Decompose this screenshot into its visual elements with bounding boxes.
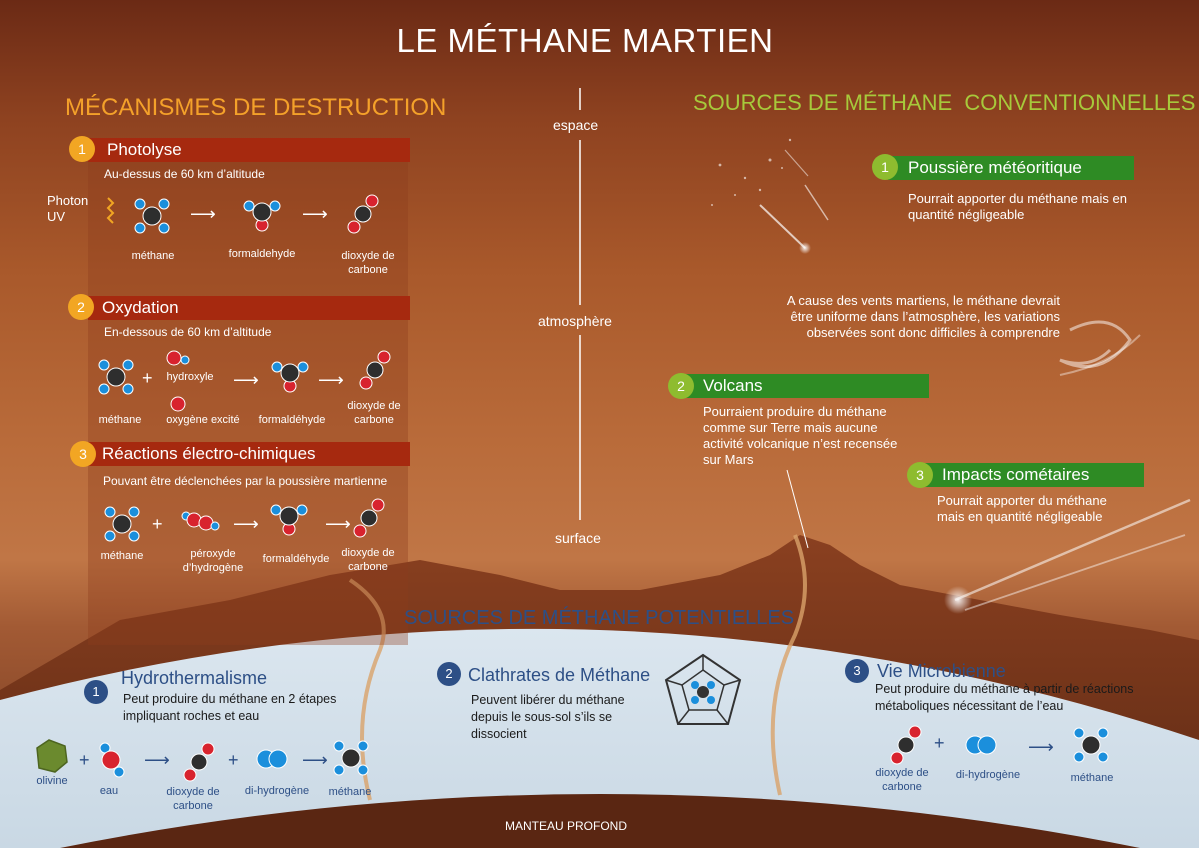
- meteoritic-dust-name: Poussière météoritique: [908, 158, 1082, 177]
- hydrothermal-desc: Peut produire du méthane en 2 étapes imp…: [123, 692, 337, 723]
- hydrothermal-label-h2: di-hydrogène: [244, 785, 310, 797]
- microbial-desc: Peut produire du méthane à partir de réa…: [875, 682, 1134, 713]
- plus-icon: +: [142, 368, 153, 388]
- clathrates-number: 2: [437, 662, 461, 686]
- volcanoes-number: 2: [668, 373, 694, 399]
- electrochemical-label-formaldehyde: formaldéhyde: [262, 553, 330, 565]
- oxidation-label-formaldehyde: formaldéhyde: [258, 414, 326, 426]
- oxidation-label-excited-oxygen: oxygène excité: [166, 414, 240, 426]
- electrochemical-name: Réactions électro-chimiques: [102, 444, 316, 463]
- volcanoes-name: Volcans: [703, 376, 763, 395]
- deep-mantle-label: MANTEAU PROFOND: [505, 819, 628, 833]
- electrochemical-label-peroxide: péroxyde d’hydrogène: [182, 548, 244, 574]
- arrow-icon: ⟶: [190, 204, 216, 224]
- axis-label-space: espace: [553, 117, 599, 133]
- microbial-label-co2: dioxyde de carbone: [875, 767, 929, 793]
- hydrothermal-number: 1: [84, 680, 108, 704]
- microbial-label-h2: di-hydrogène: [955, 769, 1021, 781]
- arrow-icon: ⟶: [302, 750, 328, 770]
- meteoritic-dust-number: 1: [872, 154, 898, 180]
- oxidation-label-co2: dioxyde de carbone: [347, 400, 401, 426]
- hydrothermal-label-olivine: olivine: [36, 775, 68, 787]
- volcanoes-bar: Volcans: [685, 374, 929, 398]
- hydrothermal-label-methane: méthane: [328, 786, 372, 798]
- clathrates-name: Clathrates de Méthane: [468, 665, 651, 685]
- arrow-icon: ⟶: [1028, 737, 1054, 757]
- meteoritic-dust-bar: Poussière météoritique: [888, 156, 1134, 180]
- microbial-number: 3: [845, 659, 869, 683]
- page-title: LE MÉTHANE MARTIEN: [396, 22, 774, 59]
- potential-heading: SOURCES DE MÉTHANE POTENTIELLES: [404, 607, 795, 629]
- photon-uv-label: Photon UV: [47, 193, 89, 224]
- hydrothermal-label-water: eau: [99, 785, 119, 797]
- conventional-heading: SOURCES DE MÉTHANE CONVENTIONNELLES: [693, 90, 1196, 115]
- arrow-icon: ⟶: [318, 370, 344, 390]
- oxidation-label-hydroxyl: hydroxyle: [166, 371, 214, 383]
- plus-icon: +: [934, 733, 945, 753]
- oxidation-number: 2: [68, 294, 94, 320]
- electrochemical-label-methane: méthane: [100, 550, 144, 562]
- electrochemical-note: Pouvant être déclenchées par la poussièr…: [103, 474, 388, 488]
- hydrothermal-label-co2: dioxyde de carbone: [166, 786, 220, 812]
- microbial-label-methane: méthane: [1070, 772, 1114, 784]
- comet-impacts-name: Impacts cométaires: [942, 465, 1090, 484]
- volcanoes-desc: Pourraient produire du méthane comme sur…: [703, 404, 898, 467]
- photolysis-number: 1: [69, 136, 95, 162]
- meteoritic-dust-desc: Pourrait apporter du méthane mais en qua…: [908, 191, 1127, 222]
- microbial-name: Vie Microbienne: [877, 661, 1006, 681]
- plus-icon: +: [152, 514, 163, 534]
- destruction-heading: MÉCANISMES DE DESTRUCTION: [65, 94, 447, 121]
- oxidation-name: Oxydation: [102, 298, 179, 317]
- photolysis-label-co2: dioxyde de carbone: [341, 250, 395, 276]
- arrow-icon: ⟶: [144, 750, 170, 770]
- electrochemical-label-co2: dioxyde de carbone: [341, 547, 395, 573]
- clathrate-cage-icon: [664, 653, 742, 725]
- oxidation-bar: Oxydation: [88, 296, 410, 320]
- winds-note: A cause des vents martiens, le méthane d…: [786, 293, 1060, 340]
- photolysis-name: Photolyse: [107, 140, 182, 159]
- arrow-icon: ⟶: [233, 514, 259, 534]
- electrochemical-bar: Réactions électro-chimiques: [88, 442, 410, 466]
- arrow-icon: ⟶: [302, 204, 328, 224]
- arrow-icon: ⟶: [233, 370, 259, 390]
- hydrothermal-name: Hydrothermalisme: [121, 668, 268, 688]
- comet-impacts-desc: Pourrait apporter du méthane mais en qua…: [937, 493, 1107, 524]
- photolysis-note: Au-dessus de 60 km d’altitude: [104, 167, 265, 181]
- comet-impacts-number: 3: [907, 462, 933, 488]
- electrochemical-number: 3: [70, 441, 96, 467]
- olivine-rock-icon: [36, 739, 68, 773]
- axis-label-atmosphere: atmosphère: [538, 313, 612, 329]
- comet-impacts-bar: Impacts cométaires: [924, 463, 1144, 487]
- plus-icon: +: [79, 750, 90, 770]
- photolysis-bar: Photolyse: [88, 138, 410, 162]
- oxidation-note: En-dessous de 60 km d’altitude: [104, 325, 272, 339]
- photolysis-label-formaldehyde: formaldehyde: [228, 248, 296, 260]
- axis-label-surface: surface: [555, 530, 601, 546]
- clathrates-desc: Peuvent libérer du méthane depuis le sou…: [471, 693, 625, 741]
- oxidation-label-methane: méthane: [98, 414, 142, 426]
- arrow-icon: ⟶: [325, 514, 351, 534]
- photon-wave-icon: [106, 197, 115, 224]
- plus-icon: +: [228, 750, 239, 770]
- photolysis-label-methane: méthane: [131, 250, 175, 262]
